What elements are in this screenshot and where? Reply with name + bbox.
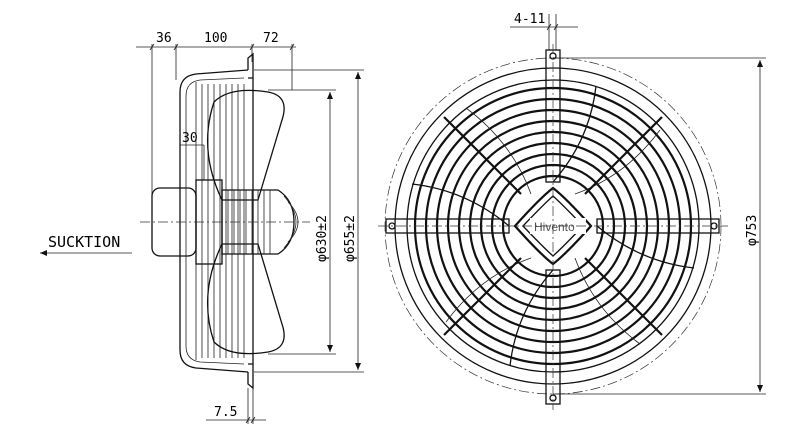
mounting-holes-dimension: 4-11	[510, 12, 578, 50]
suction-label-group: SUCKTION	[40, 233, 132, 256]
guard-struts	[443, 116, 663, 336]
inner-dimension: 30	[180, 131, 205, 180]
dim-hub-length: 36	[156, 31, 172, 46]
diameter-753-dimension: φ753	[553, 57, 766, 395]
dim-guard-depth: 72	[263, 31, 279, 46]
dim-blade-diameter: φ630±2	[315, 215, 330, 262]
diameter-630-dimension: φ630±2	[268, 89, 336, 355]
dim-overall-diameter: φ753	[745, 215, 760, 246]
mount-dimension: 7.5	[206, 388, 266, 424]
dim-fan-depth: 100	[204, 31, 227, 46]
fan-shroud	[179, 52, 254, 390]
front-view: 4-11	[378, 12, 766, 410]
dim-shroud-diameter: φ655±2	[343, 215, 358, 262]
dim-flange-thickness: 7.5	[214, 405, 237, 420]
diameter-655-dimension: φ655±2	[254, 69, 364, 373]
fan-blades-side	[207, 89, 285, 355]
dim-mounting-holes: 4-11	[514, 12, 545, 27]
watermark-text: Hivento	[534, 220, 575, 234]
guard-rings-side	[195, 82, 245, 360]
dim-inner-offset: 30	[182, 131, 198, 146]
top-dimension-chain: 36 100 72	[136, 31, 296, 228]
suction-label: SUCKTION	[48, 233, 120, 251]
mounting-hole-left	[388, 222, 396, 230]
side-view: 36 100 72	[40, 31, 364, 424]
